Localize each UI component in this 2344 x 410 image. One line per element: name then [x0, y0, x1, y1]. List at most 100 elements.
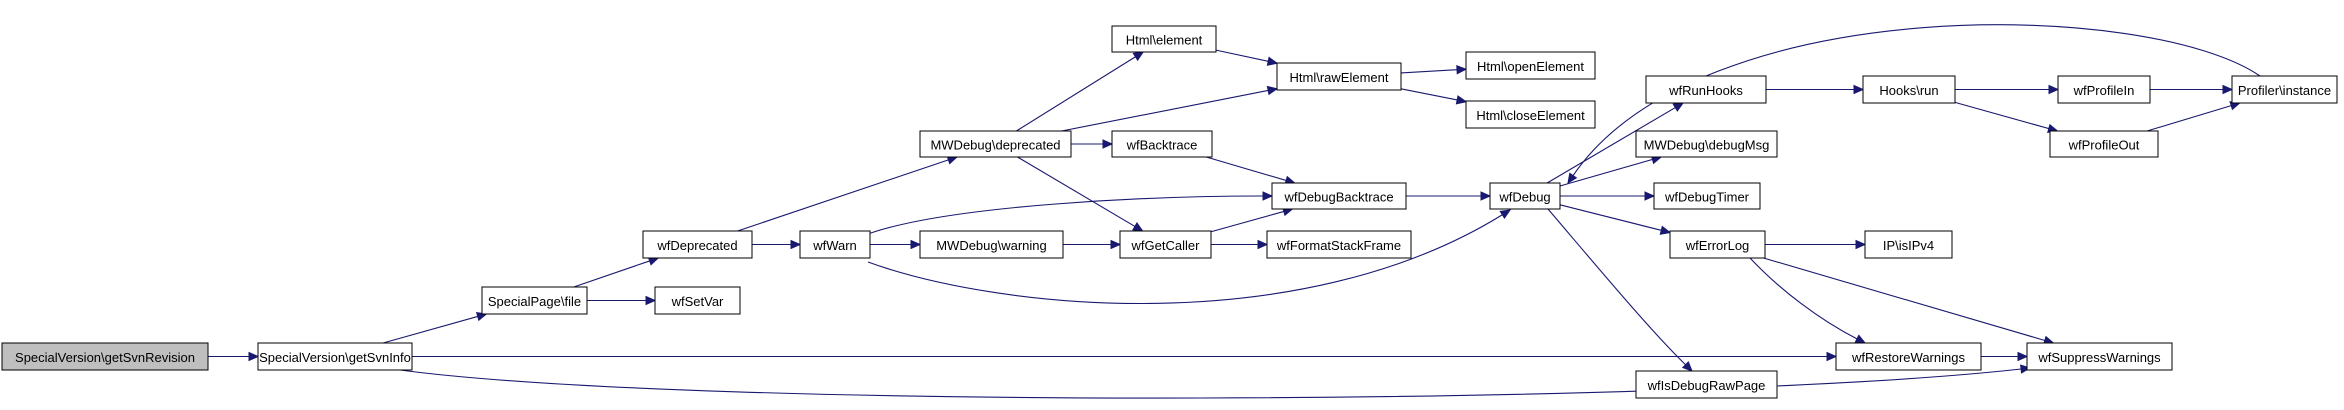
node-wfRestoreWarnings[interactable]: wfRestoreWarnings	[1835, 342, 1982, 371]
edge-wfDeprecated-to-mwdeprecated	[737, 159, 949, 232]
edge-wfErrorLog-to-isIPv4-arrowhead	[1855, 239, 1867, 250]
node-box-wfDebugBacktrace[interactable]	[1271, 182, 1407, 210]
edge-rawElement-to-openElement-arrowhead	[1456, 64, 1468, 75]
node-box-wfBacktrace[interactable]	[1111, 130, 1213, 158]
node-closeElement[interactable]: Html\closeElement	[1465, 100, 1596, 129]
node-wfBacktrace[interactable]: wfBacktrace	[1111, 130, 1213, 158]
edge-getSvnInfo-to-wfRestoreWarnings-arrowhead	[1826, 351, 1838, 362]
node-label-wfFormatStackFrame: wfFormatStackFrame	[1276, 238, 1401, 253]
node-rawElement[interactable]: Html\rawElement	[1276, 62, 1402, 91]
node-wfDebugBacktrace[interactable]: wfDebugBacktrace	[1271, 182, 1407, 210]
node-getSvnInfo[interactable]: SpecialVersion\getSvnInfo	[257, 342, 413, 371]
node-label-mwwarning: MWDebug\warning	[936, 238, 1047, 253]
edge-getSvnRevision-to-getSvnInfo-arrowhead	[248, 351, 260, 362]
node-wfProfileOut[interactable]: wfProfileOut	[2049, 130, 2159, 158]
node-box-isIPv4[interactable]	[1864, 230, 1953, 259]
node-wfSetVar[interactable]: wfSetVar	[654, 286, 741, 315]
node-box-wfRestoreWarnings[interactable]	[1835, 342, 1982, 371]
node-label-isIPv4: IP\isIPv4	[1883, 238, 1934, 253]
node-isIPv4[interactable]: IP\isIPv4	[1864, 230, 1953, 259]
node-label-wfProfileOut: wfProfileOut	[2068, 138, 2140, 153]
node-wfSuppressWarnings[interactable]: wfSuppressWarnings	[2026, 342, 2173, 371]
node-label-wfSuppressWarnings: wfSuppressWarnings	[2037, 350, 2161, 365]
node-mwwarning[interactable]: MWDebug\warning	[919, 230, 1064, 259]
node-box-wfFormatStackFrame[interactable]	[1266, 230, 1412, 259]
edge-wfDebug-to-wfDebugTimer-arrowhead	[1644, 191, 1656, 201]
edge-rawElement-to-openElement	[1400, 69, 1458, 74]
node-openElement[interactable]: Html\openElement	[1465, 51, 1596, 80]
node-hooksrun[interactable]: Hooks\run	[1862, 75, 1956, 104]
edge-wfBacktrace-to-wfDebugBacktrace	[1206, 156, 1287, 181]
edge-wfWarn-to-wfDebug-arrowhead	[1499, 209, 1512, 220]
node-wfDebug[interactable]: wfDebug	[1489, 182, 1561, 210]
node-label-wfRestoreWarnings: wfRestoreWarnings	[1851, 350, 1965, 365]
edge-getSvnInfo-to-wfSuppressWarnings	[399, 368, 2022, 399]
node-box-wfGetCaller[interactable]	[1119, 230, 1212, 259]
node-box-wfDebugTimer[interactable]	[1653, 182, 1761, 210]
node-box-wfIsDebugRawPage[interactable]	[1635, 370, 1778, 399]
node-box-getSvnInfo[interactable]	[257, 342, 413, 371]
node-label-rawElement: Html\rawElement	[1290, 70, 1389, 85]
edge-wfWarn-to-wfDebugBacktrace	[867, 195, 1264, 235]
node-label-closeElement: Html\closeElement	[1476, 108, 1585, 123]
node-box-wfWarn[interactable]	[799, 230, 871, 259]
node-profiler[interactable]: Profiler\instance	[2231, 75, 2338, 104]
node-wfDebugTimer[interactable]: wfDebugTimer	[1653, 182, 1761, 210]
edge-getSvnInfo-to-wfSuppressWarnings-arrowhead	[2020, 364, 2032, 374]
node-box-wfDebug[interactable]	[1489, 182, 1561, 210]
node-box-wfSuppressWarnings[interactable]	[2026, 342, 2173, 371]
edge-file-to-wfDeprecated	[573, 260, 650, 288]
node-box-file[interactable]	[481, 286, 588, 315]
node-wfWarn[interactable]: wfWarn	[799, 230, 871, 259]
node-box-wfSetVar[interactable]	[654, 286, 741, 315]
edge-profiler-to-wfDebug	[1572, 24, 2261, 176]
node-box-wfRunHooks[interactable]	[1645, 75, 1767, 104]
node-mwdeprecated[interactable]: MWDebug\deprecated	[919, 130, 1072, 158]
node-file[interactable]: SpecialPage\file	[481, 286, 588, 315]
node-box-closeElement[interactable]	[1465, 100, 1596, 129]
node-wfGetCaller[interactable]: wfGetCaller	[1119, 230, 1212, 259]
node-wfDeprecated[interactable]: wfDeprecated	[642, 230, 753, 259]
node-label-wfDebugBacktrace: wfDebugBacktrace	[1283, 190, 1393, 205]
edge-wfProfileOut-to-profiler	[2146, 105, 2232, 132]
node-box-wfDeprecated[interactable]	[642, 230, 753, 259]
node-label-getSvnInfo: SpecialVersion\getSvnInfo	[259, 350, 411, 365]
node-box-rawElement[interactable]	[1276, 62, 1402, 91]
node-box-wfProfileIn[interactable]	[2057, 75, 2151, 104]
node-wfErrorLog[interactable]: wfErrorLog	[1669, 230, 1766, 259]
node-box-mwwarning[interactable]	[919, 230, 1064, 259]
edge-wfWarn-to-wfDebug	[867, 214, 1503, 305]
node-label-profiler: Profiler\instance	[2238, 83, 2331, 98]
edge-getSvnInfo-to-file	[382, 315, 478, 344]
edge-wfRunHooks-to-hooksrun-arrowhead	[1853, 84, 1865, 95]
edge-mwdeprecated-to-rawElement-arrowhead	[1266, 85, 1279, 96]
node-debugMsg[interactable]: MWDebug\debugMsg	[1635, 130, 1778, 158]
node-wfProfileIn[interactable]: wfProfileIn	[2057, 75, 2151, 104]
node-label-wfDebug: wfDebug	[1498, 190, 1550, 205]
node-box-htmlelement[interactable]	[1111, 25, 1217, 53]
node-box-hooksrun[interactable]	[1862, 75, 1956, 104]
edge-rawElement-to-closeElement	[1400, 88, 1458, 101]
node-htmlelement[interactable]: Html\element	[1111, 25, 1217, 53]
node-label-wfIsDebugRawPage: wfIsDebugRawPage	[1647, 378, 1766, 393]
node-box-mwdeprecated[interactable]	[919, 130, 1072, 158]
node-label-wfGetCaller: wfGetCaller	[1131, 238, 1201, 253]
edge-mwdeprecated-to-htmlelement	[1016, 56, 1136, 132]
node-box-wfProfileOut[interactable]	[2049, 130, 2159, 158]
node-box-getSvnRevision[interactable]	[1, 342, 209, 371]
edge-wfGetCaller-to-wfDebugBacktrace	[1210, 210, 1284, 233]
node-box-debugMsg[interactable]	[1635, 130, 1778, 158]
node-label-wfDeprecated: wfDeprecated	[656, 238, 737, 253]
node-label-wfErrorLog: wfErrorLog	[1685, 238, 1750, 253]
node-box-openElement[interactable]	[1465, 51, 1596, 80]
node-wfRunHooks[interactable]: wfRunHooks	[1645, 75, 1767, 104]
edge-rawElement-to-closeElement-arrowhead	[1455, 95, 1468, 105]
node-getSvnRevision[interactable]: SpecialVersion\getSvnRevision	[1, 342, 209, 371]
node-box-wfErrorLog[interactable]	[1669, 230, 1766, 259]
edge-wfDeprecated-to-wfWarn-arrowhead	[790, 239, 802, 250]
node-wfIsDebugRawPage[interactable]: wfIsDebugRawPage	[1635, 370, 1778, 399]
node-wfFormatStackFrame[interactable]: wfFormatStackFrame	[1266, 230, 1412, 259]
edge-hooksrun-to-wfProfileOut	[1954, 101, 2049, 130]
node-box-profiler[interactable]	[2231, 75, 2338, 104]
edge-mwwarning-to-wfGetCaller-arrowhead	[1110, 239, 1122, 250]
